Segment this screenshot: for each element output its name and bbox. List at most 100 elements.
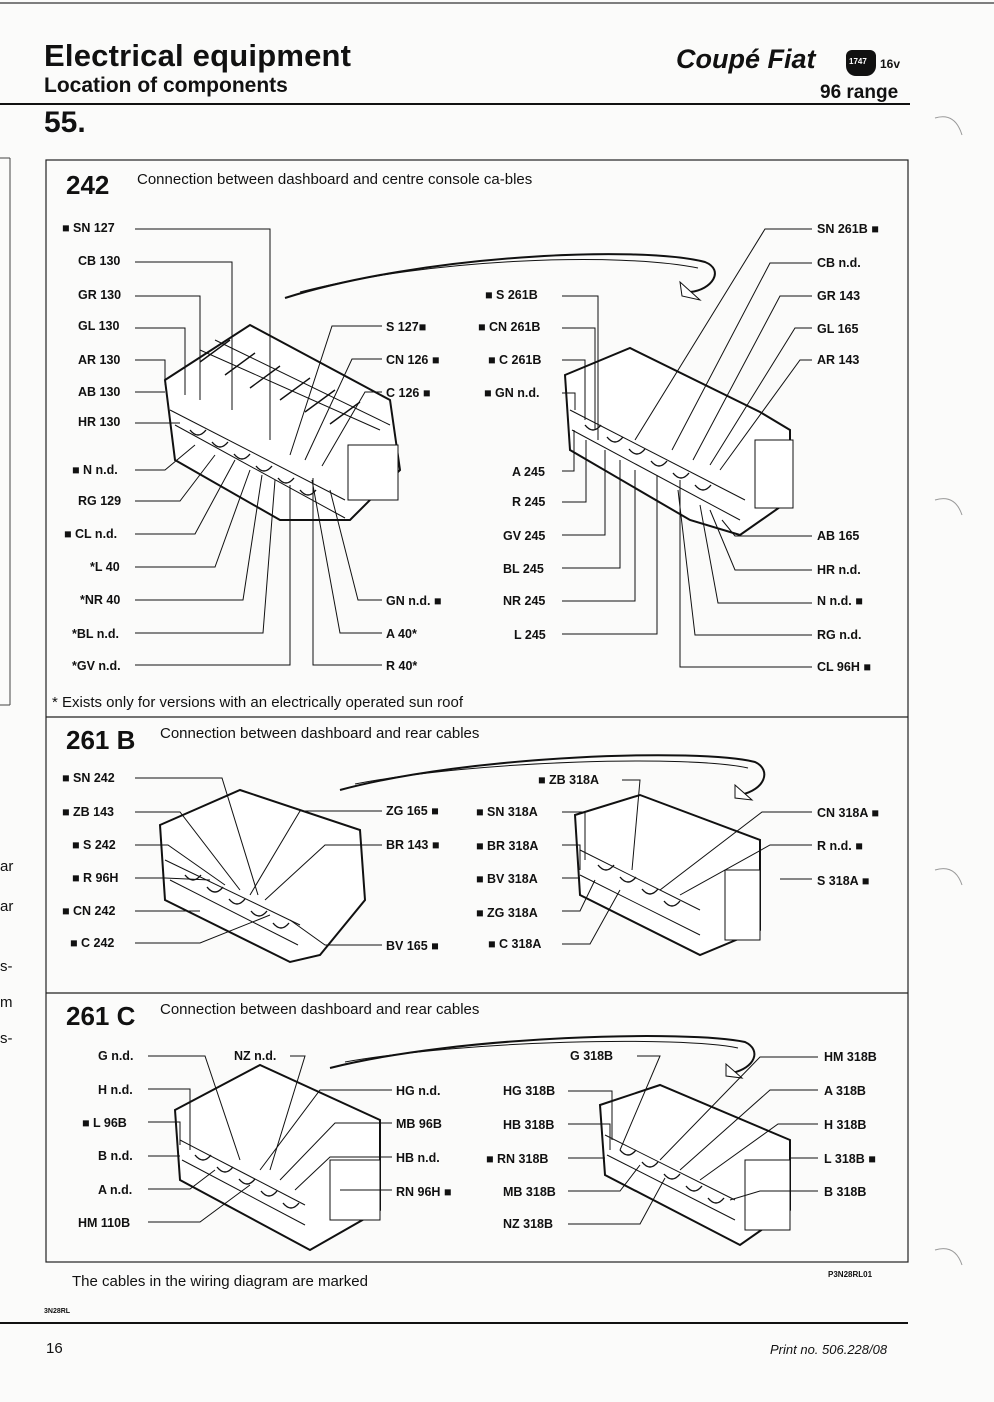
wire-label: HG 318B <box>503 1084 556 1098</box>
wire-label: ■ ZB 143 <box>62 805 115 819</box>
connector-242-code: 242 <box>66 170 110 200</box>
wire-label: S 127■ <box>386 320 427 334</box>
wire-label: L 318B ■ <box>824 1152 876 1166</box>
wire-label: HB 318B <box>503 1118 555 1132</box>
wire-label: ■ S 261B <box>485 288 538 302</box>
wire-label: MB 96B <box>396 1117 442 1131</box>
wire-label: ■ ZG 318A <box>476 906 538 920</box>
wire-label: *L 40 <box>90 560 120 574</box>
wire-label: HM 318B <box>824 1050 877 1064</box>
small-code: 3N28RL <box>44 1308 71 1315</box>
wire-label: R 40* <box>386 659 418 673</box>
wire-label: ZG 165 ■ <box>386 804 439 818</box>
wire-label: C 126 ■ <box>386 386 431 400</box>
wire-label: R n.d. ■ <box>817 839 863 853</box>
page-number: 16 <box>46 1340 63 1357</box>
wire-label: ■ C 242 <box>70 936 115 950</box>
wire-label: ■ SN 242 <box>62 771 115 785</box>
wire-label: CB 130 <box>78 254 121 268</box>
wire-label: A 318B <box>824 1084 866 1098</box>
wire-label: BV 165 ■ <box>386 939 439 953</box>
wire-label: ■ C 318A <box>488 937 542 951</box>
wire-label: HR n.d. <box>817 563 861 577</box>
wire-label: S 318A ■ <box>817 874 870 888</box>
wire-label: ■ SN 318A <box>476 805 538 819</box>
margin-fragment: s- <box>0 1030 13 1047</box>
wire-label: CL 96H ■ <box>817 660 871 674</box>
wire-label: GR 130 <box>78 288 122 302</box>
wire-label: ■ CL n.d. <box>64 527 118 541</box>
wire-label: H 318B <box>824 1118 867 1132</box>
wire-label: ■ BR 318A <box>476 839 539 853</box>
connector-242-footnote: * Exists only for versions with an elect… <box>52 694 464 711</box>
wire-label: ■ BV 318A <box>476 872 538 886</box>
wire-label: ■ ZB 318A <box>538 773 600 787</box>
wire-label: GL 165 <box>817 322 859 336</box>
brand-badge: 1747 <box>846 50 876 76</box>
wire-label: AB 165 <box>817 529 860 543</box>
wire-label: HM 110B <box>78 1216 131 1230</box>
wire-label: ■ SN 127 <box>62 221 115 235</box>
margin-fragment: ar <box>0 898 14 915</box>
wire-label: ■ CN 242 <box>62 904 116 918</box>
wire-label: ■ N n.d. <box>72 463 118 477</box>
wire-label: *BL n.d. <box>72 627 119 641</box>
wire-label: A 40* <box>386 627 417 641</box>
wire-label: RG n.d. <box>817 628 862 642</box>
wire-label: HR 130 <box>78 415 121 429</box>
print-number: Print no. 506.228/08 <box>770 1342 888 1357</box>
wire-label: NZ n.d. <box>234 1049 277 1063</box>
wire-label: AR 130 <box>78 353 121 367</box>
wire-label: ■ R 96H <box>72 871 119 885</box>
wire-label: R 245 <box>512 495 546 509</box>
wire-label: GR 143 <box>817 289 861 303</box>
connector-261b-code: 261 B <box>66 725 136 755</box>
connector-261c-code: 261 C <box>66 1001 136 1031</box>
wire-label: *GV n.d. <box>72 659 121 673</box>
wire-label: NZ 318B <box>503 1217 554 1231</box>
margin-fragment: ar <box>0 858 14 875</box>
brand-badge-number: 1747 <box>849 57 867 66</box>
wire-label: A 245 <box>512 465 545 479</box>
model-range: 96 range <box>820 82 899 103</box>
wire-label: B n.d. <box>98 1149 133 1163</box>
wire-label: H n.d. <box>98 1083 133 1097</box>
wire-label: ■ S 242 <box>72 838 116 852</box>
connector-261c-description: Connection between dashboard and rear ca… <box>160 1001 480 1018</box>
wire-label: AR 143 <box>817 353 860 367</box>
wire-label: MB 318B <box>503 1185 556 1199</box>
wire-label: BR 143 ■ <box>386 838 440 852</box>
margin-fragment: m <box>0 994 13 1011</box>
connector-261b-description: Connection between dashboard and rear ca… <box>160 725 480 742</box>
wire-label: GL 130 <box>78 319 120 333</box>
page-title: Electrical equipment <box>44 38 352 73</box>
wire-label: SN 261B ■ <box>817 222 879 236</box>
wire-label: *NR 40 <box>80 593 121 607</box>
wire-label: ■ GN n.d. <box>484 386 540 400</box>
connector-242-description: Connection between dashboard and centre … <box>137 171 533 188</box>
wire-label: L 245 <box>514 628 546 642</box>
wire-label: ■ C 261B <box>488 353 542 367</box>
wire-label: CB n.d. <box>817 256 861 270</box>
wire-label: ■ CN 261B <box>478 320 541 334</box>
marked-note: The cables in the wiring diagram are mar… <box>72 1273 368 1290</box>
wire-label: CN 126 ■ <box>386 353 440 367</box>
wire-label: GN n.d. ■ <box>386 594 442 608</box>
section-number: 55. <box>44 106 86 139</box>
wire-label: RG 129 <box>78 494 122 508</box>
wire-label: CN 318A ■ <box>817 806 879 820</box>
wire-label: AB 130 <box>78 385 121 399</box>
wire-label: ■ L 96B <box>82 1116 127 1130</box>
brand-name: Coupé Fiat <box>676 44 816 74</box>
wire-label: N n.d. ■ <box>817 594 863 608</box>
engine-label: 16v <box>880 57 901 71</box>
wire-label: G 318B <box>570 1049 614 1063</box>
wire-label: BL 245 <box>503 562 544 576</box>
wire-label: NR 245 <box>503 594 546 608</box>
wire-label: HG n.d. <box>396 1084 441 1098</box>
wire-label: HB n.d. <box>396 1151 440 1165</box>
wire-label: RN 96H ■ <box>396 1185 452 1199</box>
wire-label: A n.d. <box>98 1183 133 1197</box>
wire-label: GV 245 <box>503 529 546 543</box>
